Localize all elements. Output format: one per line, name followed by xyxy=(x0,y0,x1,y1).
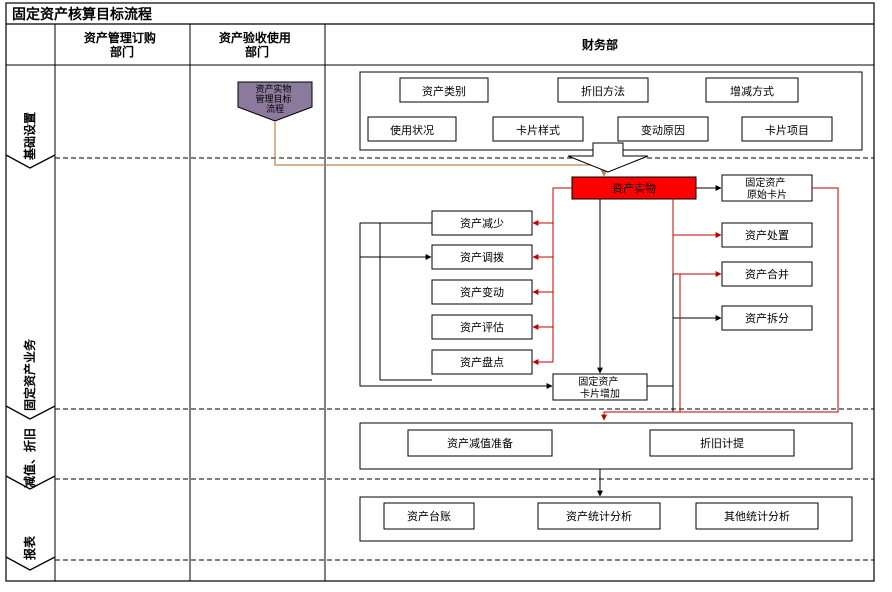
report-stats-box[interactable] xyxy=(537,502,661,530)
right-item-merge[interactable] xyxy=(721,261,813,287)
left-item-decrease[interactable] xyxy=(431,210,533,236)
setup-item-change-mode[interactable] xyxy=(705,77,799,103)
left-item-inventory[interactable] xyxy=(431,349,533,375)
svg-text:资产减少: 资产减少 xyxy=(460,216,504,230)
setup-item-card-items[interactable] xyxy=(741,116,833,142)
right-item-disposal[interactable] xyxy=(721,222,813,248)
report-ledger-box[interactable] xyxy=(383,502,475,530)
left-item-transfer[interactable] xyxy=(431,244,533,270)
card-increase-box[interactable] xyxy=(552,373,648,401)
setup-item-method[interactable] xyxy=(557,77,649,103)
column-header-dept-purchase: 资产管理订购 部门 xyxy=(84,30,160,59)
lane-label-reports: 报表 xyxy=(22,535,37,560)
lane-chevron xyxy=(5,556,56,571)
setup-item-category[interactable] xyxy=(399,77,489,103)
setup-item-card-style[interactable] xyxy=(492,116,584,142)
report-other-box[interactable] xyxy=(695,502,819,530)
setup-item-change-mode-label: 增减方式 xyxy=(730,84,774,98)
setup-item-category-label: 资产类别 xyxy=(422,84,466,98)
svg-text:资产评估: 资产评估 xyxy=(460,320,504,334)
offpage-connector-label: 资产实物 管理目标 流程 xyxy=(256,83,295,115)
svg-text:资产统计分析: 资产统计分析 xyxy=(566,509,632,523)
setup-item-usage-label: 使用状况 xyxy=(390,123,434,137)
setup-item-usage[interactable] xyxy=(367,116,457,142)
asset-physical-label: 资产实物 xyxy=(612,181,656,195)
diagram-title: 固定资产核算目标流程 xyxy=(12,6,152,23)
svg-text:资产合并: 资产合并 xyxy=(745,267,789,281)
svg-text:其他统计分析: 其他统计分析 xyxy=(724,509,790,523)
impairment-box[interactable] xyxy=(407,429,553,457)
lane-chevron xyxy=(5,154,56,169)
setup-down-arrow xyxy=(567,142,649,173)
svg-text:资产盘点: 资产盘点 xyxy=(460,355,504,369)
svg-text:资产台账: 资产台账 xyxy=(407,509,451,523)
original-card-label: 固定资产 原始卡片 xyxy=(745,176,788,201)
column-header-finance: 财务部 xyxy=(581,37,618,52)
svg-text:资产处置: 资产处置 xyxy=(745,228,789,242)
lane-chevron xyxy=(5,405,56,420)
setup-item-card-style-label: 卡片样式 xyxy=(516,123,560,137)
lane-chevron xyxy=(5,475,56,490)
original-card-box[interactable] xyxy=(721,174,813,202)
svg-text:资产调拨: 资产调拨 xyxy=(460,250,504,264)
svg-text:资产变动: 资产变动 xyxy=(460,285,504,299)
lane-label-impair-depr: 减值、折旧 xyxy=(22,428,37,488)
setup-item-change-reason-label: 变动原因 xyxy=(641,123,685,137)
left-item-change[interactable] xyxy=(431,279,533,305)
setup-item-card-items-label: 卡片项目 xyxy=(765,124,809,137)
svg-text:资产拆分: 资产拆分 xyxy=(745,311,789,325)
setup-item-change-reason[interactable] xyxy=(617,116,709,142)
svg-text:折旧计提: 折旧计提 xyxy=(700,436,744,450)
right-item-split[interactable] xyxy=(721,305,813,331)
left-item-evaluate[interactable] xyxy=(431,314,533,340)
lane-label-basic-setup: 基础设置 xyxy=(22,112,37,161)
column-header-dept-accept: 资产验收使用 部门 xyxy=(219,30,295,59)
setup-item-method-label: 折旧方法 xyxy=(581,84,625,98)
offpage-connector[interactable] xyxy=(237,81,313,122)
lane-label-business: 固定资产业务 xyxy=(22,338,37,411)
card-increase-label: 固定资产 卡片增加 xyxy=(578,375,621,400)
depreciation-box[interactable] xyxy=(649,429,795,457)
svg-text:资产减值准备: 资产减值准备 xyxy=(447,436,513,450)
